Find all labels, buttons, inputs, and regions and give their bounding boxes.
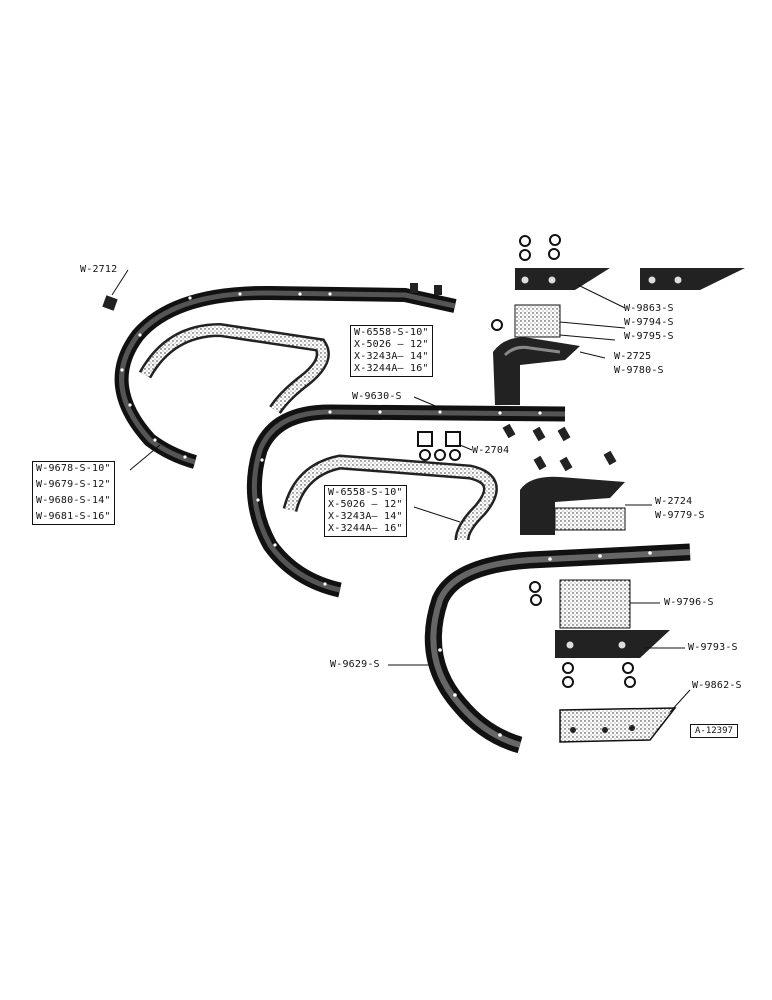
w9794-plate (514, 304, 561, 338)
label-w9862: W-9862-S (692, 680, 742, 691)
label-w2725: W-2725 (614, 351, 652, 362)
upper-shank-size-10: W-6558-S-10" (354, 327, 429, 338)
leader-lines (111, 269, 691, 713)
label-w2704: W-2704 (472, 445, 510, 456)
left-standard-size-10: W-9678-S-10" (36, 463, 111, 474)
label-w9629: W-9629-S (330, 659, 380, 670)
upper-spring-standard (114, 285, 457, 469)
middle-shank-size-10: W-6558-S-10" (328, 487, 403, 498)
w9862-point (559, 707, 677, 743)
w2724-clamp (520, 476, 626, 535)
label-w9796: W-9796-S (664, 597, 714, 608)
middle-shank (282, 454, 498, 541)
reference-number: A-12397 (690, 724, 738, 738)
left-standard-size-12: W-9679-S-12" (36, 479, 111, 490)
upper-bolts (410, 283, 442, 295)
middle-shank-size-14: X-3243A— 14" (328, 511, 403, 522)
label-w9794: W-9794-S (624, 317, 674, 328)
label-w9793: W-9793-S (688, 642, 738, 653)
label-w2712: W-2712 (80, 264, 118, 275)
upper-shank (138, 322, 330, 415)
w9796-plate (529, 579, 631, 629)
label-w9779: W-9779-S (655, 510, 705, 521)
left-standard-size-16: W-9681-S-16" (36, 511, 111, 522)
upper-shank-size-14: X-3243A— 14" (354, 351, 429, 362)
upper-shank-size-12: X-5026 — 12" (354, 339, 429, 350)
left-standard-sizes: W-9678-S-10" W-9679-S-12" W-9680-S-14" W… (32, 461, 115, 525)
w9863-point (515, 268, 745, 290)
upper-shank-size-16: X-3244A— 16" (354, 363, 429, 374)
label-w9780: W-9780-S (614, 365, 664, 376)
label-w2724: W-2724 (655, 496, 693, 507)
middle-shank-sizes: W-6558-S-10" X-5026 — 12" X-3243A— 14" X… (324, 485, 407, 537)
label-w9630: W-9630-S (352, 391, 402, 402)
label-w9795: W-9795-S (624, 331, 674, 342)
label-w9863: W-9863-S (624, 303, 674, 314)
w2704-clips (417, 431, 461, 461)
w9793-point (555, 630, 670, 688)
middle-shank-size-12: X-5026 — 12" (328, 499, 403, 510)
middle-bolts (502, 423, 617, 472)
w2725-clamp (491, 319, 580, 405)
middle-shank-size-16: X-3244A— 16" (328, 523, 403, 534)
left-standard-size-14: W-9680-S-14" (36, 495, 111, 506)
top-nuts (519, 234, 561, 261)
w2712-nut (102, 295, 118, 311)
upper-shank-sizes: W-6558-S-10" X-5026 — 12" X-3243A— 14" X… (350, 325, 433, 377)
lower-spring-standard (424, 543, 691, 754)
middle-spring-standard (246, 404, 566, 598)
